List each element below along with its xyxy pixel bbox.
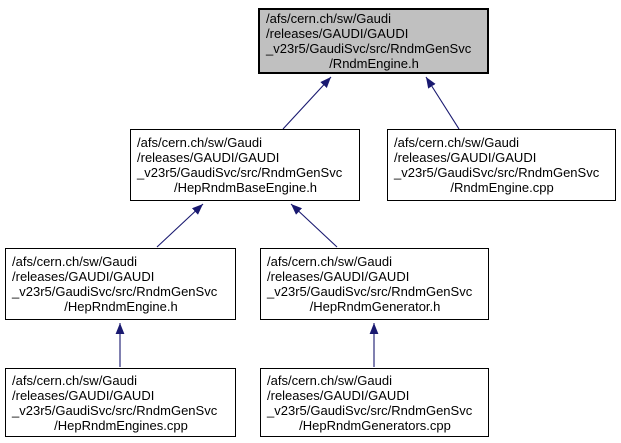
node-label-line: /releases/GAUDI/GAUDI	[12, 387, 155, 403]
node-label-line: _v23r5/GaudiSvc/src/RndmGenSvc	[394, 165, 600, 180]
node-label-line: /releases/GAUDI/GAUDI	[12, 269, 155, 284]
node-label-line: /afs/cern.ch/sw/Gaudi	[267, 372, 392, 388]
node-rndmengine-cpp[interactable]: /afs/cern.ch/sw/Gaudi /releases/GAUDI/GA…	[387, 129, 616, 201]
edge-heprndmbaseengine-to-rndmengine	[282, 76, 332, 130]
edge-heprndmgenerator-to-heprndmbaseengine	[290, 203, 338, 248]
node-label-line: _v23r5/GaudiSvc/src/RndmGenSvc	[266, 41, 472, 56]
node-label-line: /RndmEngine.h	[329, 56, 419, 71]
node-rndmengine-h[interactable]: /afs/cern.ch/sw/Gaudi /releases/GAUDI/GA…	[258, 8, 489, 74]
node-label-line: /afs/cern.ch/sw/Gaudi	[12, 372, 137, 388]
node-label-line: /afs/cern.ch/sw/Gaudi	[137, 135, 262, 150]
node-label-line: /afs/cern.ch/sw/Gaudi	[266, 11, 391, 26]
node-heprndmengine-h[interactable]: /afs/cern.ch/sw/Gaudi /releases/GAUDI/GA…	[5, 248, 236, 320]
node-label-line: /afs/cern.ch/sw/Gaudi	[12, 254, 137, 269]
node-heprndmgenerators-cpp[interactable]: /afs/cern.ch/sw/Gaudi /releases/GAUDI/GA…	[260, 368, 489, 437]
node-label-line: _v23r5/GaudiSvc/src/RndmGenSvc	[137, 165, 343, 180]
node-label-line: /HepRndmBaseEngine.h	[173, 180, 318, 195]
node-label-line: /HepRndmEngines.cpp	[54, 417, 188, 433]
node-label-line: /releases/GAUDI/GAUDI	[266, 26, 409, 41]
node-label-line: /RndmEngine.cpp	[450, 180, 554, 195]
node-label-line: _v23r5/GaudiSvc/src/RndmGenSvc	[267, 284, 473, 299]
edge-heprndmengine-to-heprndmbaseengine	[156, 203, 204, 248]
node-label-line: /HepRndmGenerator.h	[309, 299, 441, 314]
node-label-line: /releases/GAUDI/GAUDI	[394, 150, 537, 165]
node-label-line: /releases/GAUDI/GAUDI	[137, 150, 280, 165]
node-heprndmgenerator-h[interactable]: /afs/cern.ch/sw/Gaudi /releases/GAUDI/GA…	[260, 248, 489, 320]
edge-rndmengine-cpp-to-rndmengine	[425, 76, 460, 130]
node-heprndmbaseengine-h[interactable]: /afs/cern.ch/sw/Gaudi /releases/GAUDI/GA…	[130, 129, 360, 201]
node-heprndmengines-cpp[interactable]: /afs/cern.ch/sw/Gaudi /releases/GAUDI/GA…	[5, 368, 236, 437]
node-label-line: /releases/GAUDI/GAUDI	[267, 387, 410, 403]
node-label-line: /releases/GAUDI/GAUDI	[267, 269, 410, 284]
node-label-line: _v23r5/GaudiSvc/src/RndmGenSvc	[12, 402, 218, 418]
node-label-line: /afs/cern.ch/sw/Gaudi	[267, 254, 392, 269]
node-label-line: /afs/cern.ch/sw/Gaudi	[394, 135, 519, 150]
node-label-line: _v23r5/GaudiSvc/src/RndmGenSvc	[12, 284, 218, 299]
node-label-line: _v23r5/GaudiSvc/src/RndmGenSvc	[267, 402, 473, 418]
node-label-line: /HepRndmGenerators.cpp	[299, 417, 451, 433]
node-label-line: /HepRndmEngine.h	[64, 299, 178, 314]
